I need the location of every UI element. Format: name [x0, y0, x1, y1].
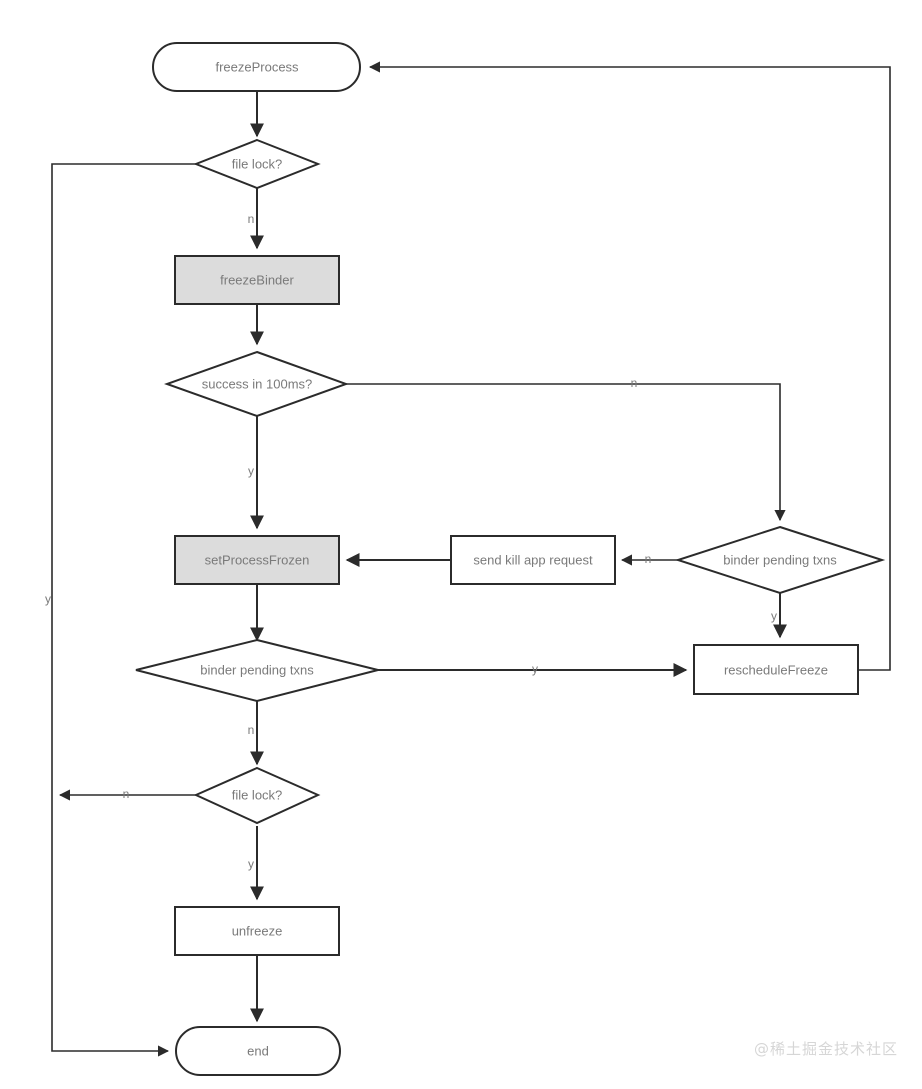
edge-label-binder-right-yes: y [771, 609, 777, 623]
node-send-kill-app-request-shape [450, 535, 616, 585]
node-file-lock-1-label: file lock? [232, 156, 283, 171]
node-reschedule-freeze-label: rescheduleFreeze [724, 662, 828, 677]
node-file-lock-2-shape [193, 766, 321, 825]
node-reschedule-freeze[interactable]: rescheduleFreeze [693, 644, 859, 695]
node-binder-pending-txns-right[interactable]: binder pending txns [674, 525, 886, 595]
edge-success-no-to-binder-right [346, 383, 786, 522]
edge-label-success-yes: y [248, 464, 254, 478]
node-freeze-process-shape [152, 42, 361, 92]
edge-label-binder-right-no: n [645, 552, 652, 566]
nodes-layer: freezeProcess file lock? freezeBinder su… [135, 42, 886, 1076]
node-freeze-process[interactable]: freezeProcess [152, 42, 361, 92]
node-file-lock-2[interactable]: file lock? [193, 766, 321, 825]
edge-label-binder-left-no: n [248, 723, 255, 737]
node-send-kill-app-request-label: send kill app request [473, 552, 593, 567]
node-reschedule-freeze-shape [693, 644, 859, 695]
node-freeze-binder-label: freezeBinder [220, 272, 294, 287]
edge-label-file-lock-2-yes: y [248, 857, 254, 871]
node-binder-pending-txns-right-shape [674, 525, 886, 595]
node-binder-pending-txns-right-label: binder pending txns [723, 552, 837, 567]
node-binder-pending-txns-left[interactable]: binder pending txns [135, 638, 379, 703]
node-file-lock-1-shape [193, 138, 321, 190]
node-set-process-frozen[interactable]: setProcessFrozen [174, 535, 340, 585]
node-success-in-100ms-shape [164, 350, 349, 418]
edge-file-lock-1-yes-to-end [51, 163, 196, 1057]
node-success-in-100ms-label: success in 100ms? [202, 376, 313, 391]
node-end-shape [175, 1026, 341, 1076]
node-success-in-100ms[interactable]: success in 100ms? [164, 350, 349, 418]
edges-layer [51, 61, 891, 1057]
edge-label-file-lock-1-no: n [248, 212, 255, 226]
node-end-label: end [247, 1043, 269, 1058]
edge-label-file-lock-2-no: n [123, 787, 130, 801]
node-freeze-binder-shape [174, 255, 340, 305]
node-send-kill-app-request[interactable]: send kill app request [450, 535, 616, 585]
node-set-process-frozen-label: setProcessFrozen [205, 552, 310, 567]
watermark-text: @稀土掘金技术社区 [753, 1040, 898, 1058]
node-unfreeze[interactable]: unfreeze [174, 906, 340, 956]
node-unfreeze-label: unfreeze [232, 923, 283, 938]
node-end[interactable]: end [175, 1026, 341, 1076]
node-file-lock-2-label: file lock? [232, 787, 283, 802]
node-file-lock-1[interactable]: file lock? [193, 138, 321, 190]
node-freeze-process-label: freezeProcess [215, 59, 299, 74]
node-freeze-binder[interactable]: freezeBinder [174, 255, 340, 305]
edge-label-file-lock-1-yes: y [45, 592, 51, 606]
node-set-process-frozen-shape [174, 535, 340, 585]
edge-labels-layer: y n n y n y y n n y [45, 212, 777, 871]
node-unfreeze-shape [174, 906, 340, 956]
edge-label-binder-left-yes: y [532, 662, 538, 676]
node-binder-pending-txns-left-label: binder pending txns [200, 662, 314, 677]
node-binder-pending-txns-left-shape [135, 638, 379, 703]
edge-label-success-no: n [631, 376, 638, 390]
edge-reschedule-to-start [368, 61, 891, 671]
